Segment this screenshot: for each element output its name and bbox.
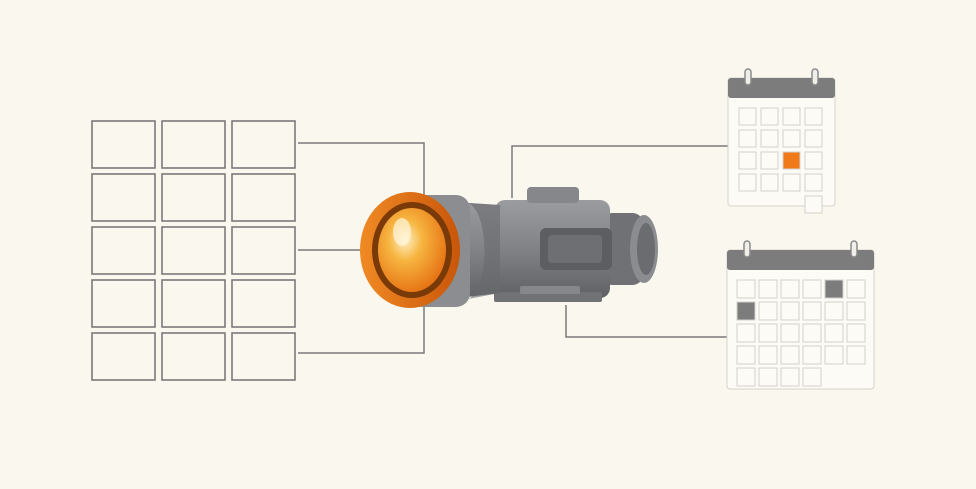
calendar-icon [727,68,836,214]
connector-calendar-bottom [565,305,728,338]
calendar-day [760,151,779,170]
grid-cell [231,120,296,169]
calendar-day [758,301,778,321]
calendar-header [727,250,874,270]
calendar-ring [743,240,751,258]
calendar-day [846,345,866,365]
calendar-day [824,323,844,343]
calendar-day-highlighted [782,151,801,170]
calendar-day [802,301,822,321]
grid-cell [91,173,156,222]
scope-icon [360,187,658,308]
calendar-day [802,323,822,343]
calendar-day [804,129,823,148]
grid-cell [91,120,156,169]
calendar-day [738,107,757,126]
calendar-day [760,173,779,192]
connector-grid-bottom [298,300,425,354]
grid-cell [231,173,296,222]
calendar-day [846,279,866,299]
grid-cell [91,332,156,381]
grid-cell [161,332,226,381]
calendar-day [782,173,801,192]
connector-grid-top [298,142,425,200]
calendar-day [782,129,801,148]
connector-lines [298,142,728,354]
calendar-day [802,367,822,387]
connector-calendar-top [511,145,728,198]
calendar-day [758,323,778,343]
calendar-day [780,301,800,321]
calendar-day [804,151,823,170]
calendar-day [736,279,756,299]
calendar-day [846,323,866,343]
calendar-day [758,345,778,365]
calendar-day [736,323,756,343]
grid-cell [91,279,156,328]
calendar-day [780,323,800,343]
calendar-day [780,345,800,365]
grid-cell [231,279,296,328]
calendar-day [736,345,756,365]
calendar-day [846,301,866,321]
calendar-ring [744,68,752,86]
calendar-header [728,78,835,98]
grid-cell [161,226,226,275]
calendar-day-highlighted [736,301,756,321]
source-grid [91,120,296,381]
calendar-day [780,279,800,299]
calendar-day [738,129,757,148]
grid-cell [91,226,156,275]
grid-cell [231,226,296,275]
calendar-day [782,107,801,126]
calendar-day [758,367,778,387]
calendar-day-highlighted [824,279,844,299]
calendar-day [824,301,844,321]
calendar-day [738,173,757,192]
calendar-icon [726,240,875,390]
calendar-day [780,367,800,387]
calendar-day [758,279,778,299]
calendar-ring [850,240,858,258]
calendar-day [802,345,822,365]
calendar-day [760,129,779,148]
grid-cell [231,332,296,381]
calendar-day [736,367,756,387]
grid-cell [161,279,226,328]
calendar-day [824,345,844,365]
grid-cell [161,120,226,169]
calendar-day [802,279,822,299]
calendar-day [804,195,823,214]
calendar-day [738,151,757,170]
calendar-day [804,173,823,192]
calendar-day [760,107,779,126]
calendar-day [804,107,823,126]
calendar-ring [811,68,819,86]
grid-cell [161,173,226,222]
